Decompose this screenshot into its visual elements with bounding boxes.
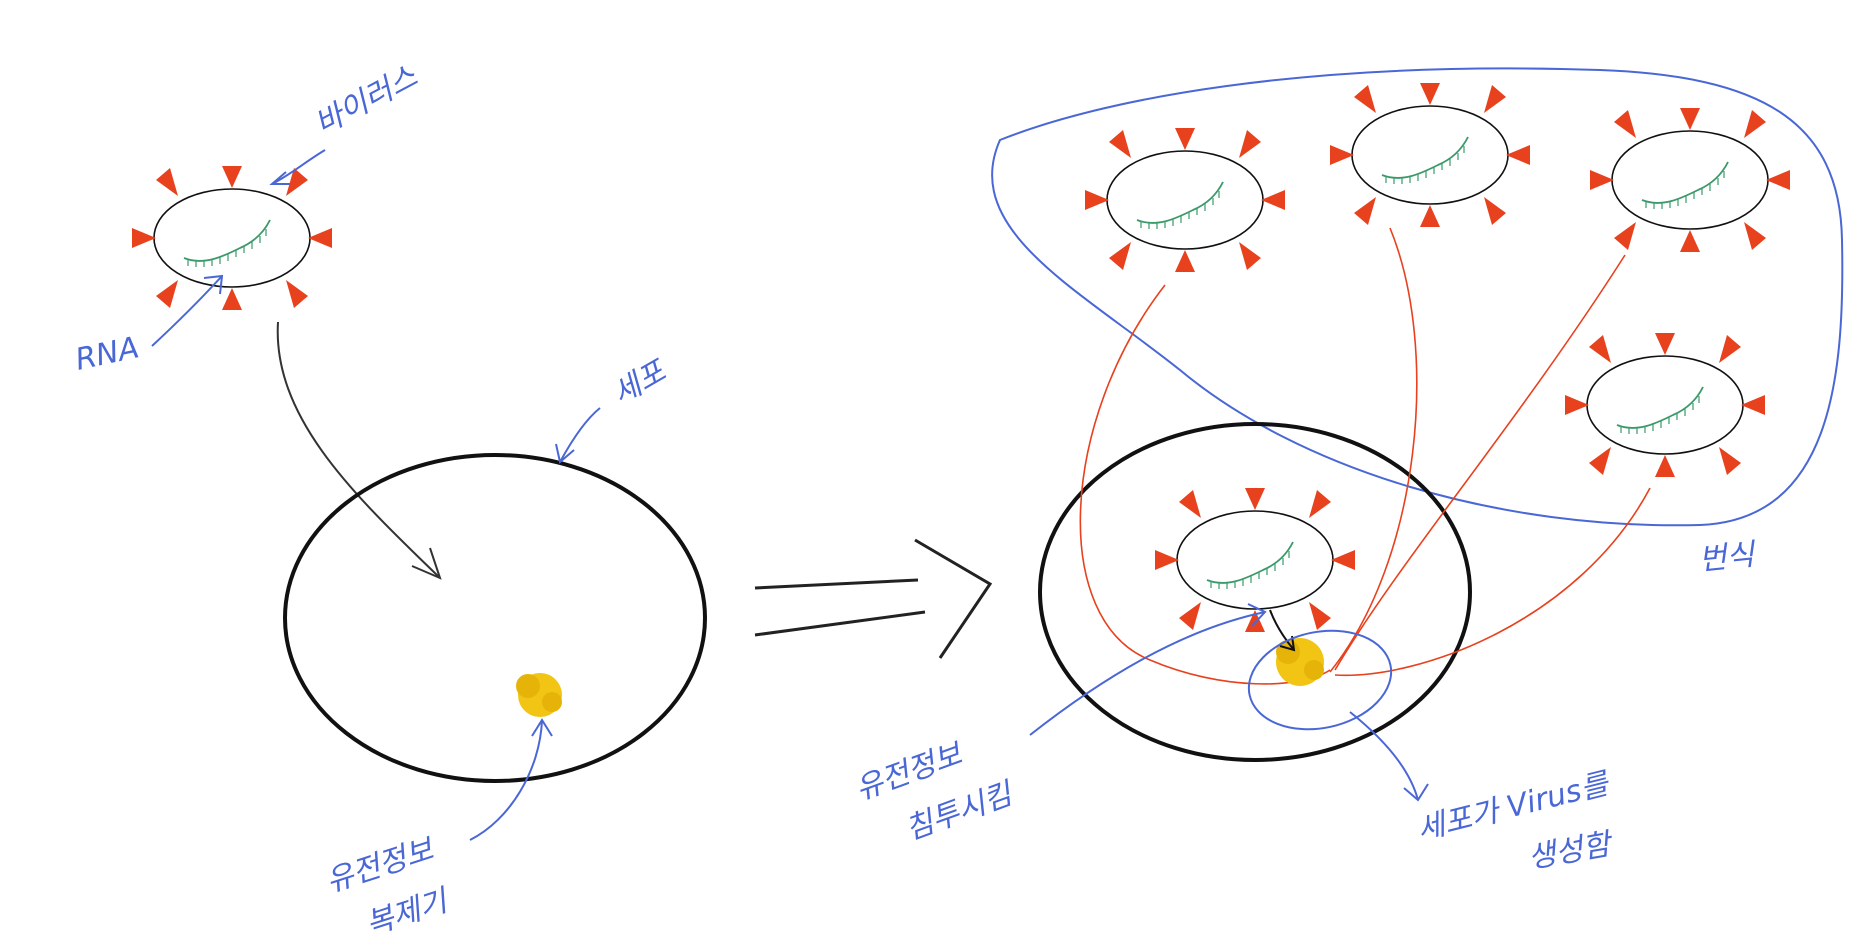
virus-icon — [1084, 127, 1286, 273]
nucleus-highlight — [1247, 629, 1393, 731]
replication-label: 번식 — [1697, 537, 1758, 578]
virus-icon — [131, 165, 333, 311]
produces-arrow — [1349, 711, 1419, 801]
virus-label: 바이러스 — [309, 59, 423, 142]
rna-label-arrow — [151, 275, 223, 347]
virus-icon — [1329, 82, 1531, 228]
virus-icon — [1564, 332, 1766, 478]
host-cell — [283, 453, 707, 783]
transition-arrow — [754, 538, 993, 659]
produces-label-line-2: 생성함 — [1525, 826, 1616, 875]
cell-label-arrow — [559, 407, 601, 463]
genetic-info-label-line-2: 복제기 — [362, 883, 454, 943]
virus-icon — [1154, 487, 1356, 633]
cell-label: 세포 — [607, 353, 674, 412]
replication-lines — [1079, 227, 1651, 685]
virus-label-arrow — [271, 149, 326, 185]
rna-label: RNA — [72, 330, 142, 378]
genetic-info-arrow — [469, 719, 543, 841]
virus-icon — [1589, 107, 1791, 253]
infected-cell — [1038, 422, 1472, 762]
replication-boundary — [991, 67, 1844, 527]
infiltrate-arrow — [1029, 611, 1266, 736]
infection-arrow — [276, 321, 441, 579]
